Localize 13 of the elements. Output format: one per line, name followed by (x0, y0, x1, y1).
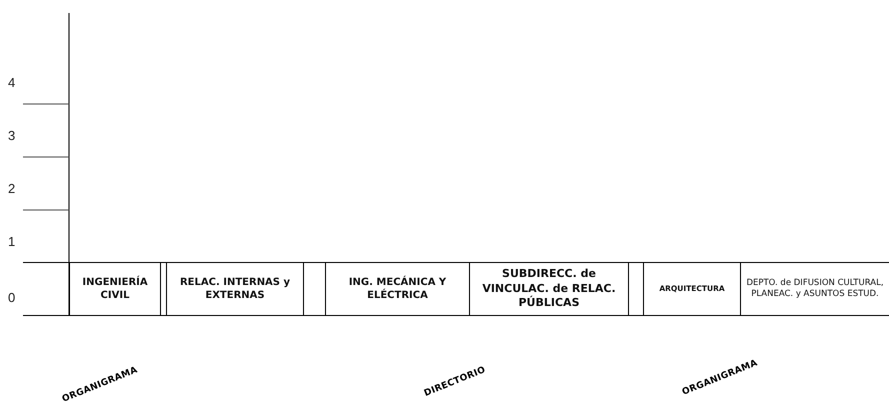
axis-tick-label: 2 (8, 181, 16, 196)
axis-tick-label: 1 (8, 234, 16, 249)
category-label: SUBDIRECC. de VINCULAC. de RELAC. PÚBLICAS (481, 266, 617, 312)
axis-tick-label: 0 (8, 290, 16, 305)
category-box (166, 262, 304, 316)
axis-tick-label: 3 (8, 128, 16, 143)
category-box (69, 262, 161, 316)
category-label: RELAC. INTERNAS y EXTERNAS (178, 276, 291, 302)
category-box (643, 262, 741, 316)
axis-tick-label: 4 (8, 75, 16, 90)
category-label: INGENIERÍA CIVIL (81, 276, 149, 302)
category-label: ING. MECÁNICA Y ELÉCTRICA (348, 276, 448, 302)
category-label: DEPTO. de DIFUSION CULTURAL, PLANEAC. y ASUNTOS ESTUD. (745, 278, 885, 300)
